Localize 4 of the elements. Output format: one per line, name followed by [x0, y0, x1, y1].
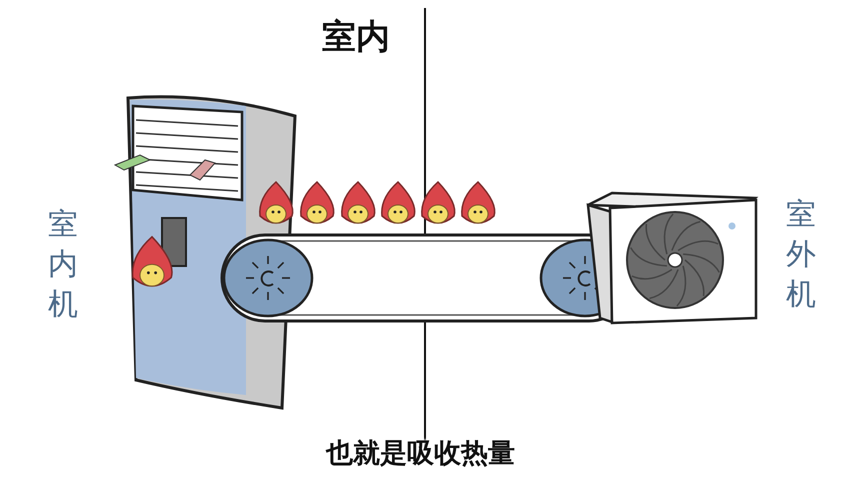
- unit-label: 室内机: [48, 206, 78, 324]
- subtitle: 也就是吸收热量: [326, 440, 515, 467]
- heading: 室内: [322, 20, 390, 54]
- unit-label: 室外机: [786, 196, 816, 314]
